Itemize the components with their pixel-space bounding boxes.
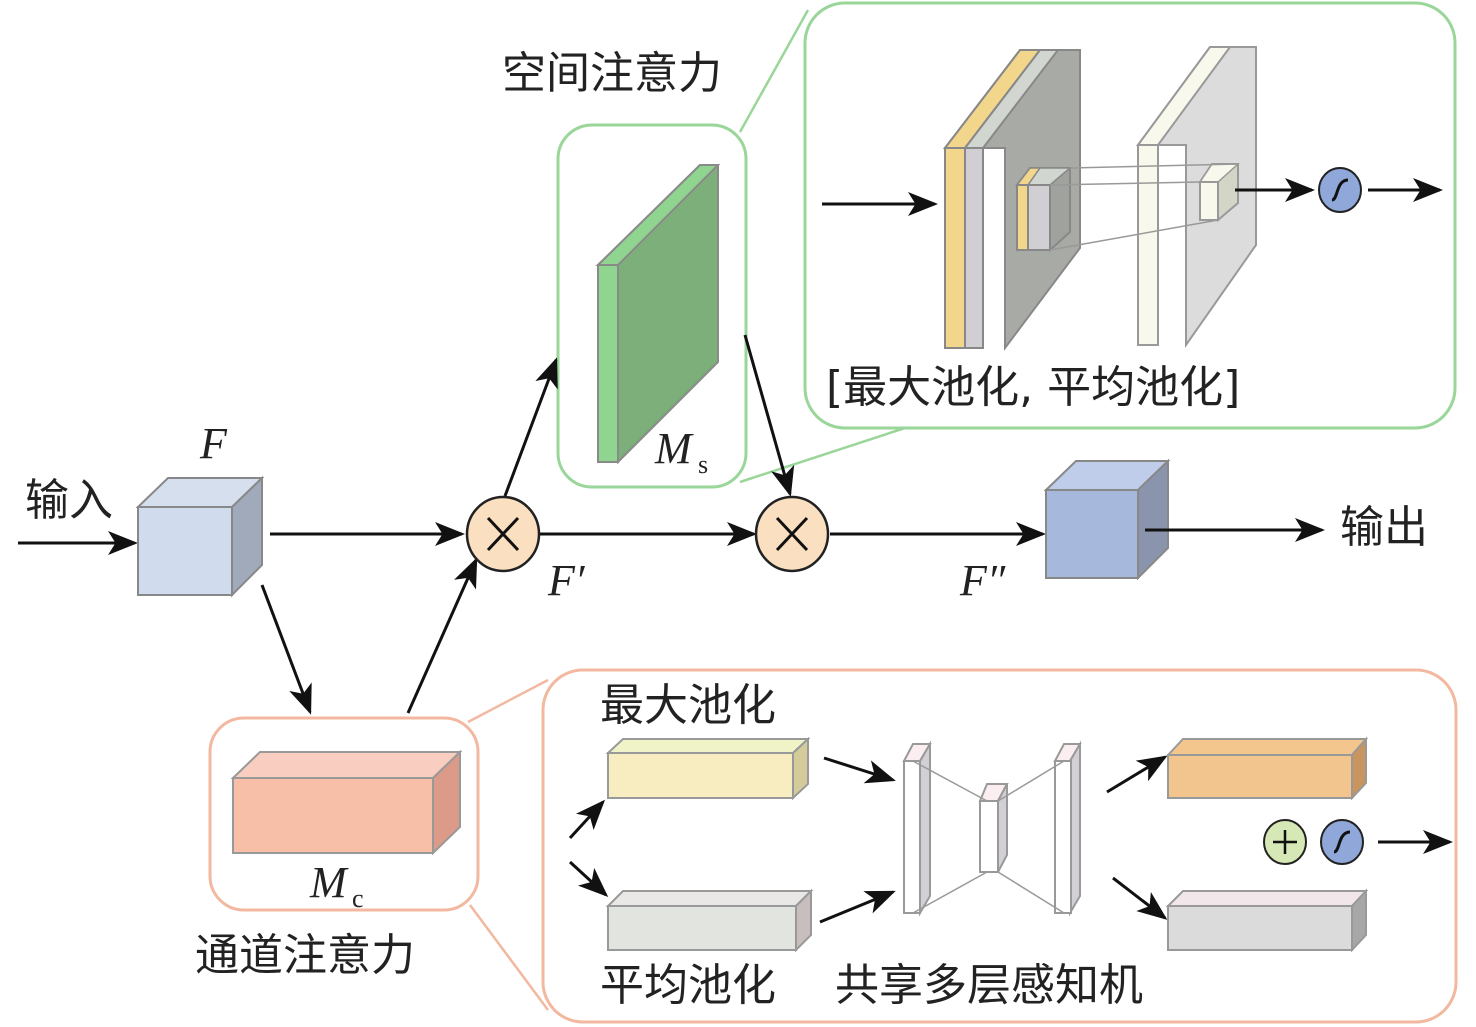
spatial-attention-title: 空间注意力	[502, 48, 722, 99]
spatial-attention-module: M s	[556, 123, 748, 489]
conv-output-map	[1049, 46, 1257, 349]
mc-subscript: c	[352, 884, 364, 913]
ms-subscript: s	[698, 450, 708, 479]
input-label: 输入	[25, 475, 113, 526]
multiply-icon-2	[754, 495, 830, 573]
F-label: F	[199, 419, 228, 468]
mlp-to-avg-output-arrow	[1112, 876, 1168, 920]
split-arrow-down	[568, 860, 609, 898]
max-pool-label: 最大池化	[600, 680, 776, 731]
channel-attention-title: 通道注意力	[195, 930, 415, 981]
pooled-feature-maps	[942, 49, 1081, 351]
avg-pool-label: 平均池化	[600, 960, 776, 1011]
F-to-channel-arrow	[260, 584, 312, 715]
sigmoid-icon	[1318, 167, 1362, 213]
channel-attention-panel: 最大池化 平均池化 共享多层感知机	[467, 668, 1458, 1024]
add-icon	[1263, 819, 1307, 865]
spatial-pool-label: [最大池化, 平均池化]	[826, 362, 1240, 413]
shared-mlp	[902, 740, 1082, 917]
shared-mlp-label: 共享多层感知机	[835, 960, 1143, 1011]
channel-connector-bottom	[468, 904, 550, 1011]
mlp-to-max-output-arrow	[1106, 755, 1168, 794]
mlp-max-output-block	[1165, 736, 1369, 801]
split-arrow-up	[568, 799, 606, 840]
output-feature-cube	[1043, 458, 1171, 581]
ms-label: M	[654, 424, 694, 473]
F-double-prime-label: F″	[959, 556, 1006, 605]
maxpool-to-mlp-arrow	[823, 756, 896, 784]
spatial-connector-top	[738, 9, 810, 133]
output-label: 输出	[1340, 502, 1428, 553]
channel-connector-top	[467, 678, 549, 724]
F-prime-label: F′	[547, 556, 586, 605]
mult1-to-spatial-arrow	[503, 357, 558, 497]
spatial-attention-panel: [最大池化, 平均池化]	[738, 1, 1457, 484]
mc-block	[232, 777, 434, 854]
channel-attention-module: M c	[208, 716, 480, 913]
mlp-avg-output-block	[1165, 888, 1369, 953]
mc-label: M	[309, 858, 349, 907]
max-pool-block	[605, 736, 811, 801]
multiply-icon-1	[465, 495, 541, 573]
channel-to-mult1-arrow	[406, 557, 478, 714]
sigmoid-icon	[1320, 819, 1364, 865]
avgpool-to-mlp-arrow	[819, 890, 896, 924]
spatial-to-mult2-arrow	[743, 334, 795, 497]
input-feature-cube	[135, 475, 265, 598]
avg-pool-block	[605, 888, 814, 953]
spatial-connector-bottom	[739, 426, 906, 484]
